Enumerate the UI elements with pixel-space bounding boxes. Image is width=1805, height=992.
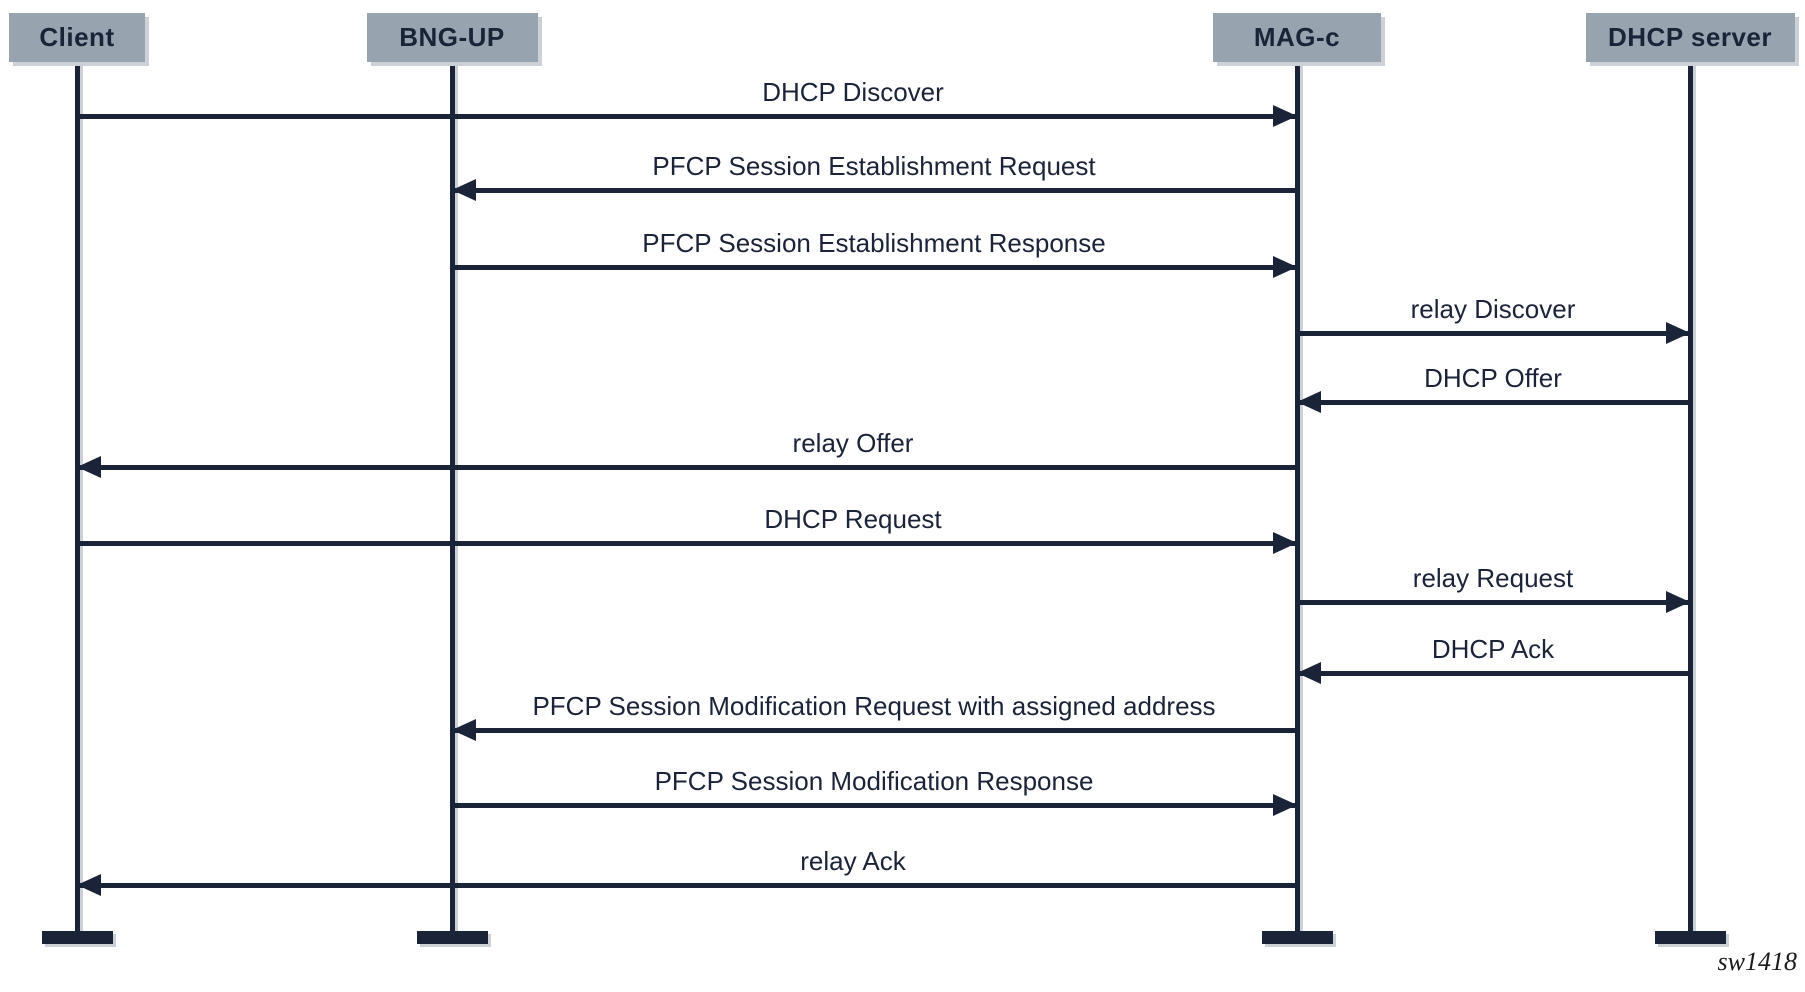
actor-box-dhcp-server: DHCP server xyxy=(1585,13,1795,62)
message-line-10 xyxy=(452,802,1297,808)
message-line-11 xyxy=(77,882,1297,888)
arrowhead-7 xyxy=(1666,591,1690,613)
message-label-5: relay Offer xyxy=(792,428,914,458)
lifeline-end-client xyxy=(41,930,113,944)
arrowhead-4 xyxy=(1297,391,1321,413)
lifeline-end-bng-up xyxy=(416,930,488,944)
message-label-1: PFCP Session Establishment Request xyxy=(652,151,1096,181)
arrowhead-1 xyxy=(452,179,476,201)
arrowhead-0 xyxy=(1273,105,1297,127)
actor-box-mag-c: MAG-c xyxy=(1213,13,1381,62)
lifeline-bng-up xyxy=(449,62,455,937)
arrowhead-10 xyxy=(1273,794,1297,816)
message-label-6: DHCP Request xyxy=(764,504,942,534)
message-line-4 xyxy=(1297,399,1690,405)
actor-label-bng-up: BNG-UP xyxy=(399,22,505,52)
lifeline-client xyxy=(74,62,80,937)
arrowhead-8 xyxy=(1297,662,1321,684)
actor-label-mag-c: MAG-c xyxy=(1253,22,1341,52)
arrowhead-9 xyxy=(452,719,476,741)
actor-label-client: Client xyxy=(39,22,115,52)
message-label-4: DHCP Offer xyxy=(1424,363,1562,393)
lifeline-end-dhcp-server xyxy=(1654,930,1726,944)
message-line-7 xyxy=(1297,599,1690,605)
lifeline-mag-c xyxy=(1294,62,1300,937)
message-line-9 xyxy=(452,727,1297,733)
arrowhead-11 xyxy=(77,874,101,896)
arrowhead-5 xyxy=(77,456,101,478)
message-label-2: PFCP Session Establishment Response xyxy=(642,228,1106,258)
message-label-7: relay Request xyxy=(1412,563,1574,593)
arrowhead-2 xyxy=(1273,256,1297,278)
message-label-9: PFCP Session Modification Request with a… xyxy=(532,691,1216,721)
actor-box-bng-up: BNG-UP xyxy=(366,13,538,62)
figure-id-watermark: sw1418 xyxy=(1717,947,1797,976)
message-line-5 xyxy=(77,464,1297,470)
lifeline-dhcp-server xyxy=(1687,62,1693,937)
message-label-0: DHCP Discover xyxy=(762,77,944,107)
message-line-2 xyxy=(452,264,1297,270)
message-line-0 xyxy=(77,113,1297,119)
message-line-1 xyxy=(452,187,1297,193)
arrowhead-3 xyxy=(1666,322,1690,344)
message-label-10: PFCP Session Modification Response xyxy=(654,766,1094,796)
message-line-8 xyxy=(1297,670,1690,676)
actor-box-client: Client xyxy=(9,13,145,62)
message-label-8: DHCP Ack xyxy=(1431,634,1555,664)
message-label-11: relay Ack xyxy=(800,846,906,876)
lifeline-end-mag-c xyxy=(1261,930,1333,944)
message-line-3 xyxy=(1297,330,1690,336)
message-line-6 xyxy=(77,540,1297,546)
actor-label-dhcp-server: DHCP server xyxy=(1607,22,1772,52)
arrowhead-6 xyxy=(1273,532,1297,554)
message-label-3: relay Discover xyxy=(1410,294,1576,324)
